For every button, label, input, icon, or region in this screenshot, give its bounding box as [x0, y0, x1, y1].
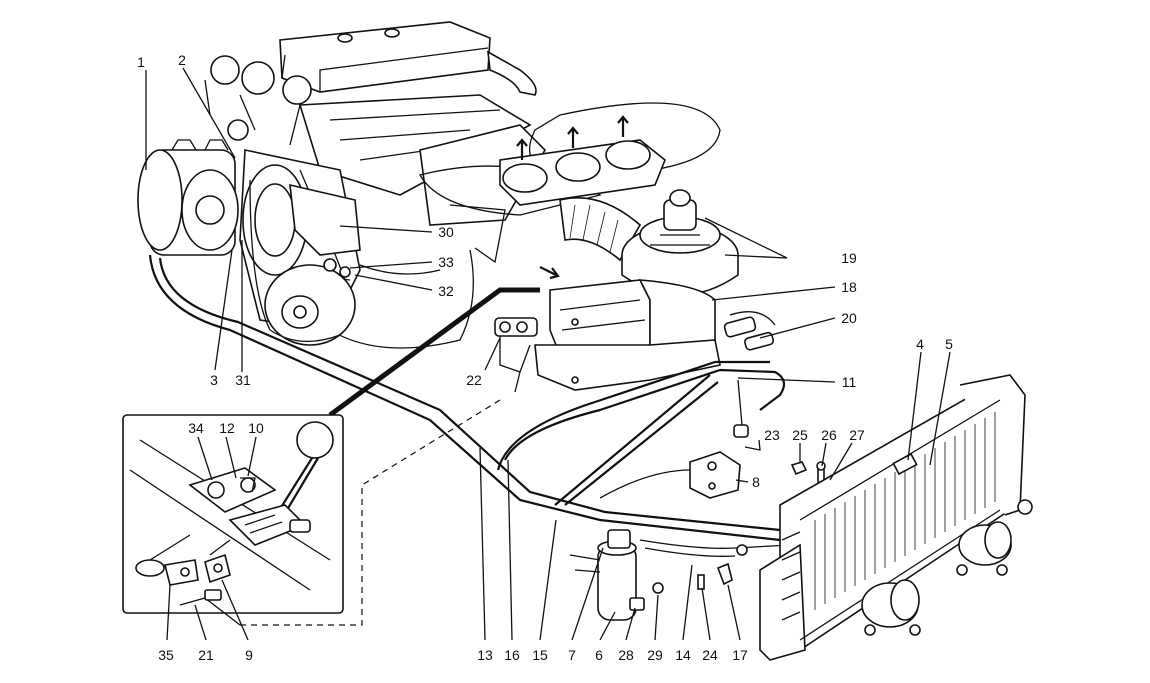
label-2: 2	[178, 52, 186, 68]
label-13: 13	[477, 647, 493, 663]
label-21: 21	[198, 647, 214, 663]
label-28: 28	[618, 647, 634, 663]
label-33: 33	[438, 254, 454, 270]
compressor	[137, 139, 239, 256]
label-10: 10	[248, 420, 264, 436]
label-31: 31	[235, 372, 251, 388]
receiver-drier	[569, 529, 645, 621]
label-4: 4	[916, 336, 924, 352]
leader-lines	[145, 67, 951, 641]
callout-labels: 1 2 3 31 30 33 32 19 18 20 11 22 23 25 2…	[137, 52, 953, 663]
label-18: 18	[841, 279, 857, 295]
label-11: 11	[842, 374, 857, 390]
condenser	[759, 374, 1033, 661]
control-panel-inset	[122, 414, 344, 626]
label-12: 12	[219, 420, 235, 436]
label-1: 1	[137, 54, 145, 70]
condenser-fan-motors	[861, 521, 1012, 636]
label-32: 32	[438, 283, 454, 299]
label-19: 19	[841, 250, 857, 266]
condenser-fins	[814, 412, 996, 610]
throttle-bodies	[204, 55, 312, 146]
label-8: 8	[752, 474, 760, 490]
evaporator-housing	[534, 266, 721, 391]
label-27: 27	[849, 427, 865, 443]
label-6: 6	[595, 647, 603, 663]
label-15: 15	[532, 647, 548, 663]
electrical-connector-cluster	[494, 317, 538, 393]
label-25: 25	[792, 427, 808, 443]
label-5: 5	[945, 336, 953, 352]
label-22: 22	[466, 372, 482, 388]
label-20: 20	[841, 310, 857, 326]
label-3: 3	[210, 372, 218, 388]
hose-lines	[148, 254, 791, 557]
label-23: 23	[764, 427, 780, 443]
label-29: 29	[647, 647, 663, 663]
label-30: 30	[438, 224, 454, 240]
label-35: 35	[158, 647, 174, 663]
engine-assembly	[137, 21, 546, 349]
pressure-switch	[689, 451, 741, 499]
label-7: 7	[568, 647, 576, 663]
label-9: 9	[245, 647, 253, 663]
label-16: 16	[504, 647, 520, 663]
hose-fittings	[723, 311, 776, 351]
label-17: 17	[732, 647, 748, 663]
label-34: 34	[188, 420, 204, 436]
vent-outlets	[419, 102, 721, 262]
label-26: 26	[821, 427, 837, 443]
label-24: 24	[702, 647, 718, 663]
label-14: 14	[675, 647, 691, 663]
